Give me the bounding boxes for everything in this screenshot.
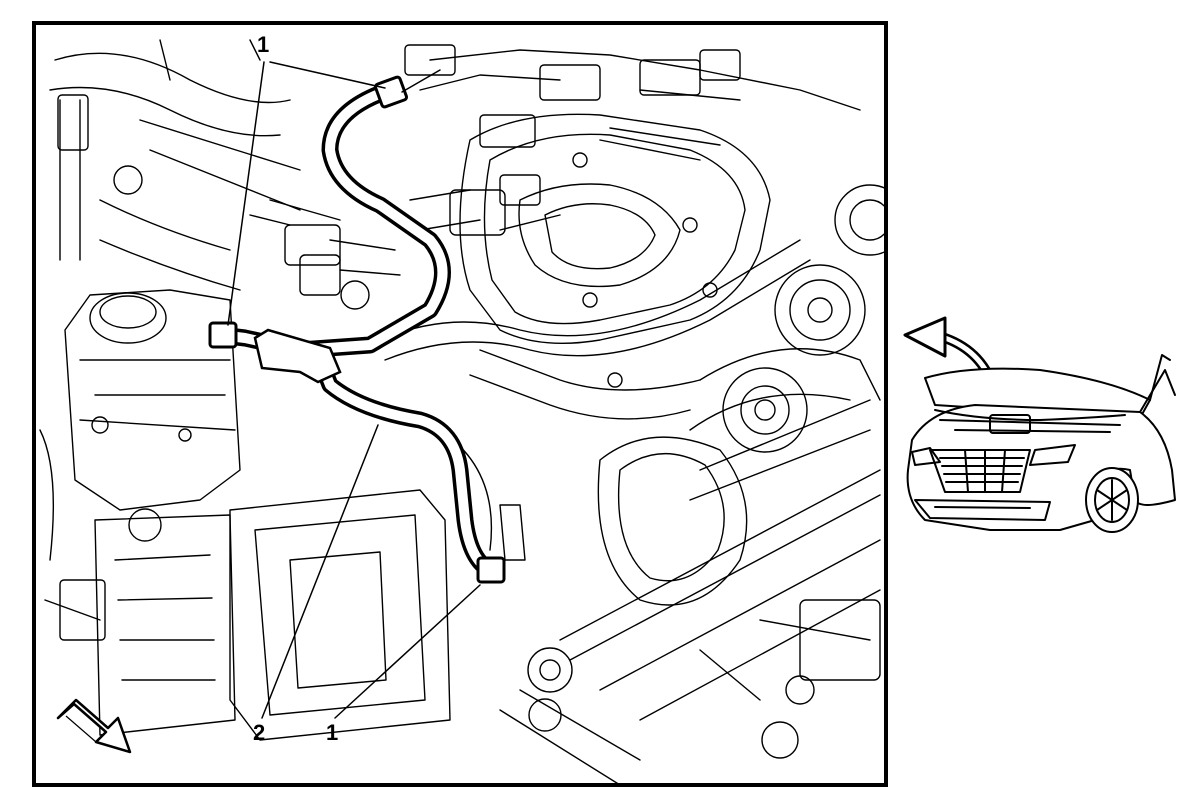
forward-direction-arrow-icon [56,698,132,754]
car-front-view-icon [906,354,1176,533]
vehicle-locator-inset [903,316,1176,533]
engine-background-lineart [39,39,886,785]
callout-1-top: 1 [257,32,269,57]
coolant-hose-assembly [208,75,506,584]
callout-1-bottom: 1 [326,720,338,745]
main-illustration-frame [32,21,888,787]
hose-clamp-top [374,75,408,109]
callout-2: 2 [253,720,265,745]
callout-leader-lines [227,61,481,719]
hose-clamp-bottom [476,556,506,584]
hose-clamp-left [208,321,238,349]
